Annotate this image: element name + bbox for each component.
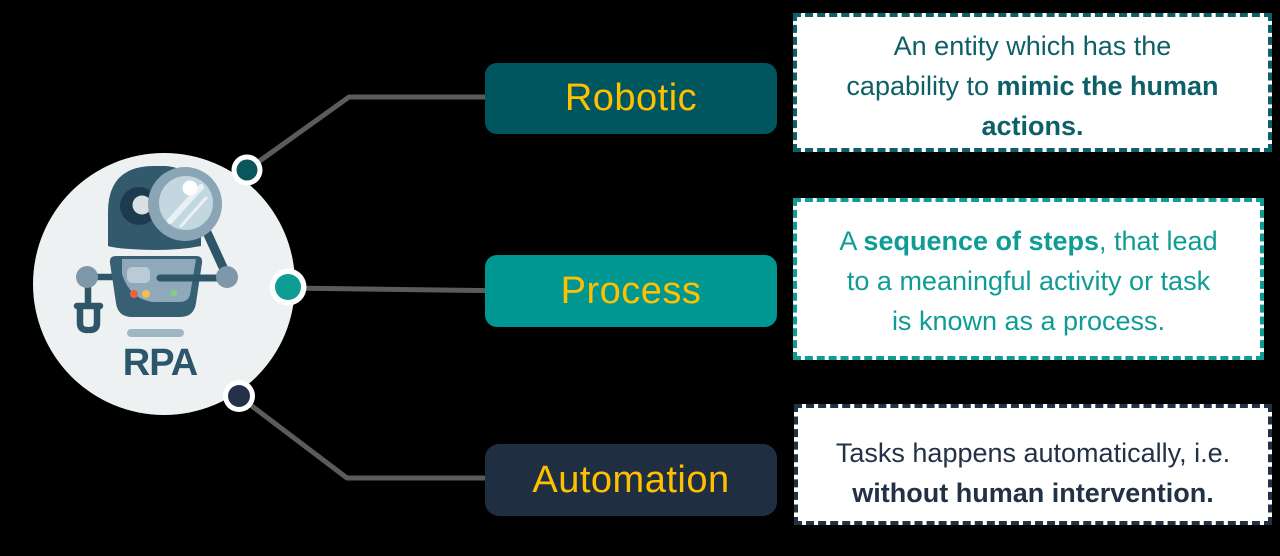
- description-line: capability to mimic the human: [797, 66, 1268, 106]
- description-line: Tasks happens automatically, i.e.: [798, 433, 1268, 473]
- connector-line-process: [287, 285, 521, 294]
- robot-right-shoulder: [216, 266, 238, 288]
- lens-glare-thin: [179, 196, 208, 228]
- branch-box-robotic: Robotic: [485, 63, 777, 134]
- robot-base-bar: [127, 329, 184, 337]
- connector-dot-process: [275, 274, 301, 300]
- description-line: An entity which has the: [797, 26, 1268, 66]
- robot-eye: [132, 195, 152, 215]
- robot-light-orange: [130, 290, 138, 298]
- connector-line-robotic: [245, 94, 520, 173]
- description-line: is known as a process.: [797, 301, 1260, 341]
- description-text-bold: without human intervention.: [852, 478, 1214, 508]
- connector-dot-automation: [228, 385, 250, 407]
- description-text-bold: actions.: [981, 111, 1084, 141]
- robot-icon: [73, 166, 238, 337]
- description-line: without human intervention.: [798, 473, 1268, 513]
- robot-light-yellow: [142, 290, 150, 298]
- robot-left-arm: [73, 273, 119, 334]
- description-text: to a meaningful activity or task: [846, 266, 1211, 296]
- lens-highlight: [182, 180, 198, 196]
- robot-body-slot: [127, 267, 150, 283]
- description-text: is known as a process.: [891, 306, 1166, 336]
- description-text: capability to: [846, 71, 997, 101]
- rpa-label: RPA: [123, 342, 198, 384]
- connector-dot-robotic: [236, 159, 258, 181]
- connector-line-automation: [238, 395, 520, 481]
- branch-box-process: Process: [485, 255, 777, 327]
- description-text: A: [839, 226, 864, 256]
- branch-label-process: Process: [560, 269, 702, 312]
- description-box-robotic: An entity which has the capability to mi…: [793, 13, 1272, 152]
- description-line: to a meaningful activity or task: [797, 261, 1260, 301]
- description-line: A sequence of steps, that lead: [797, 221, 1260, 261]
- connector-dots: [223, 154, 307, 412]
- robot-light-green: [170, 289, 178, 297]
- connector-lines: [238, 94, 521, 481]
- description-box-process: A sequence of steps, that lead to a mean…: [793, 198, 1264, 360]
- description-text: Tasks happens automatically, i.e.: [835, 438, 1231, 468]
- description-text-bold: sequence of steps: [863, 226, 1099, 256]
- description-line: actions.: [797, 106, 1268, 146]
- robot-left-shoulder: [76, 266, 98, 288]
- branch-box-automation: Automation: [485, 444, 777, 516]
- branch-label-robotic: Robotic: [564, 77, 698, 119]
- branch-label-automation: Automation: [532, 458, 730, 501]
- description-text: , that lead: [1099, 226, 1218, 256]
- description-text: An entity which has the: [893, 31, 1172, 61]
- description-box-automation: Tasks happens automatically, i.e. withou…: [794, 404, 1272, 525]
- description-text-bold: mimic the human: [996, 71, 1219, 101]
